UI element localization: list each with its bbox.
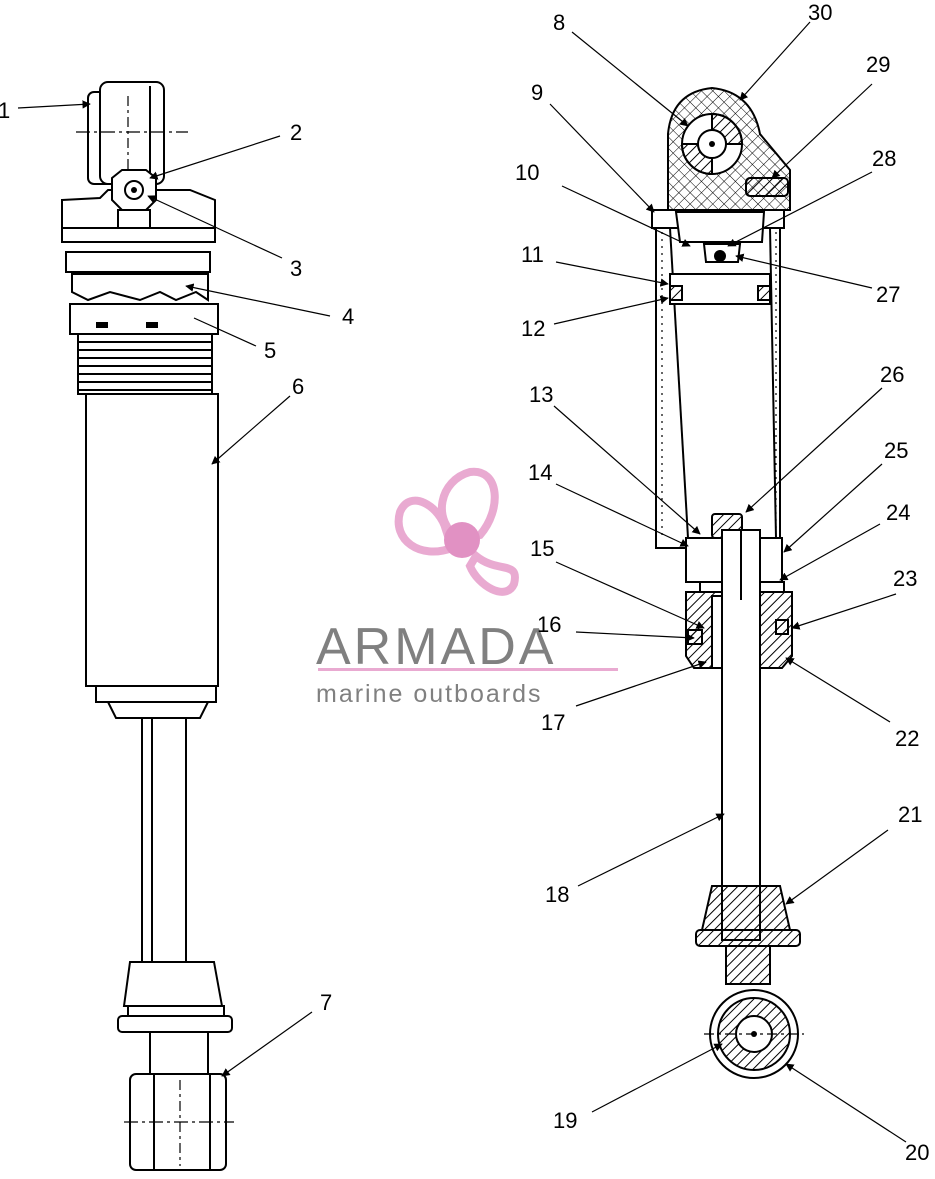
callout-19: 19 (553, 1108, 577, 1133)
propeller-logo-icon (394, 467, 519, 596)
body-threads (77, 333, 213, 395)
callout-20: 20 (905, 1140, 929, 1165)
callout-28: 28 (872, 146, 896, 171)
callout-12: 12 (521, 316, 545, 341)
callout-13: 13 (529, 382, 553, 407)
callout-30: 30 (808, 0, 832, 25)
rod-end-threads (725, 945, 771, 985)
bumper (122, 961, 224, 1007)
callout-29: 29 (866, 52, 890, 77)
callout-25: 25 (884, 438, 908, 463)
lower-bumper (700, 885, 792, 931)
callout-23: 23 (893, 566, 917, 591)
callout-9: 9 (531, 80, 543, 105)
upper-chamber-cap (674, 211, 766, 243)
callout-24: 24 (886, 500, 910, 525)
callout-6: 6 (292, 374, 304, 399)
callout-21: 21 (898, 802, 922, 827)
brand-tagline: marine outboards (316, 680, 543, 708)
callout-5: 5 (264, 338, 276, 363)
floating-piston (669, 273, 771, 305)
top-eye (99, 81, 165, 185)
callout-16: 16 (537, 612, 561, 637)
body-tube (85, 393, 219, 687)
callout-4: 4 (342, 304, 354, 329)
brand-name: ARMADA (316, 618, 556, 676)
o-ring (687, 629, 703, 645)
valve-core (124, 180, 144, 200)
callout-8: 8 (553, 10, 565, 35)
leader-lines (17, 21, 907, 1143)
upper-ring (65, 251, 211, 273)
callout-10: 10 (515, 160, 539, 185)
callout-14: 14 (528, 460, 552, 485)
callout-17: 17 (541, 710, 565, 735)
spring-retainer (69, 303, 219, 335)
callout-2: 2 (290, 120, 302, 145)
adjuster-collar (71, 273, 209, 302)
callout-27: 27 (876, 282, 900, 307)
callout-11: 11 (521, 242, 544, 267)
cutaway-shock-view (651, 86, 804, 1079)
armada-watermark: ARMADA marine outboards (316, 467, 618, 708)
callout-26: 26 (880, 362, 904, 387)
piston-rod (141, 717, 187, 963)
callout-22: 22 (895, 726, 919, 751)
callout-7: 7 (320, 990, 332, 1015)
charge-valve (745, 177, 789, 197)
callout-18: 18 (545, 882, 569, 907)
callout-3: 3 (290, 256, 302, 281)
cap-ring (61, 227, 216, 243)
callout-15: 15 (530, 536, 554, 561)
callout-1: 1 (0, 98, 10, 123)
exterior-shock-view (61, 81, 234, 1171)
